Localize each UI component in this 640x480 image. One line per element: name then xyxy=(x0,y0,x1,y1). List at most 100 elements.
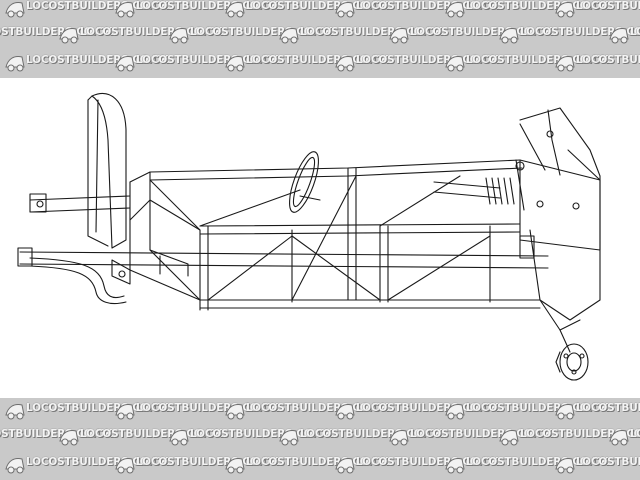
watermark-row: LOCOSTBUILDERS.CO.UKLOCOSTBUILDERS.CO.UK… xyxy=(0,424,640,450)
watermark-tile: LOCOSTBUILDERS.CO.UK xyxy=(2,398,169,424)
car-silhouette-icon xyxy=(5,458,25,474)
watermark-tile: LOCOSTBUILDERS.CO.UK xyxy=(112,50,279,76)
car-silhouette-icon xyxy=(555,404,575,420)
watermark-tile: LOCOSTBUILDERS.CO.UK xyxy=(222,50,389,76)
car-silhouette-icon xyxy=(335,2,355,18)
car-silhouette-icon xyxy=(115,458,135,474)
watermark-tile: LOCOSTBUILDERS.CO.UK xyxy=(2,452,169,478)
car-silhouette-icon xyxy=(445,2,465,18)
watermark-tile: LOCOSTBUILDERS.CO.UK xyxy=(332,398,499,424)
watermark-tile: LOCOSTBUILDERS.CO.UK xyxy=(442,452,609,478)
front-suspension xyxy=(433,107,601,353)
car-silhouette-icon xyxy=(5,2,25,18)
watermark-tile: LOCOSTBUILDERS.CO.UK xyxy=(606,424,640,450)
roll-bar xyxy=(87,93,127,249)
car-silhouette-icon xyxy=(59,28,79,44)
car-silhouette-icon xyxy=(335,458,355,474)
car-silhouette-icon xyxy=(389,28,409,44)
car-silhouette-icon xyxy=(225,56,245,72)
car-silhouette-icon xyxy=(555,2,575,18)
watermark-tile: LOCOSTBUILDERS.CO.UK xyxy=(112,398,279,424)
watermark-tile: LOCOSTBUILDERS.CO.UK xyxy=(2,50,169,76)
exhaust-tube xyxy=(29,257,127,305)
watermark-tile: LOCOSTBUILDERS.CO.UK xyxy=(552,398,640,424)
car-silhouette-icon xyxy=(225,404,245,420)
watermark-tile: LOCOSTBUILDERS.CO.UK xyxy=(56,424,223,450)
rear-bracket xyxy=(111,249,189,285)
watermark-text: LOCOSTBUILDERS.CO.UK xyxy=(520,26,640,38)
car-silhouette-icon xyxy=(499,430,519,446)
watermark-tile: LOCOSTBUILDERS.CO.UK xyxy=(386,424,553,450)
car-silhouette-icon xyxy=(225,2,245,18)
watermark-tile: LOCOSTBUILDERS.CO.UK xyxy=(276,424,443,450)
steering-wheel xyxy=(289,151,321,213)
watermark-tile: LOCOSTBUILDERS.CO.UK xyxy=(222,398,389,424)
car-silhouette-icon xyxy=(279,430,299,446)
car-silhouette-icon xyxy=(609,28,629,44)
car-silhouette-icon xyxy=(5,404,25,420)
watermark-tile: LOCOSTBUILDERS.CO.UK xyxy=(386,22,553,48)
chassis-drawing xyxy=(0,78,640,398)
car-silhouette-icon xyxy=(169,28,189,44)
watermark-text: LOCOSTBUILDERS.CO.UK xyxy=(520,428,640,440)
car-silhouette-icon xyxy=(445,458,465,474)
car-silhouette-icon xyxy=(335,404,355,420)
car-silhouette-icon xyxy=(445,404,465,420)
watermark-text: LOCOSTBUILDERS.CO.UK xyxy=(0,26,113,38)
watermark-row: LOCOSTBUILDERS.CO.UKLOCOSTBUILDERS.CO.UK… xyxy=(0,22,640,48)
watermark-tile: LOCOSTBUILDERS.CO.UK xyxy=(276,22,443,48)
watermark-tile: LOCOSTBUILDERS.CO.UK xyxy=(332,452,499,478)
watermark-tile: LOCOSTBUILDERS.CO.UK xyxy=(442,0,609,22)
diagonal-braces xyxy=(129,175,491,301)
car-silhouette-icon xyxy=(445,56,465,72)
car-silhouette-icon xyxy=(225,458,245,474)
lower-rails xyxy=(19,195,549,309)
watermark-tile: LOCOSTBUILDERS.CO.UK xyxy=(332,0,499,22)
watermark-tile: LOCOSTBUILDERS.CO.UK xyxy=(332,50,499,76)
watermark-text: LOCOSTBUILDERS.CO.UK xyxy=(576,402,640,414)
car-silhouette-icon xyxy=(609,430,629,446)
watermark-tile: LOCOSTBUILDERS.CO.UK xyxy=(496,22,640,48)
watermark-text: LOCOSTBUILDERS.CO.UK xyxy=(630,428,640,440)
watermark-tile: LOCOSTBUILDERS.CO.UK xyxy=(552,50,640,76)
watermark-tile: LOCOSTBUILDERS.CO.UK xyxy=(166,22,333,48)
car-silhouette-icon xyxy=(115,2,135,18)
watermark-tile: LOCOSTBUILDERS.CO.UK xyxy=(56,22,223,48)
watermark-text: LOCOSTBUILDERS.CO.UK xyxy=(630,26,640,38)
watermark-tile: LOCOSTBUILDERS.CO.UK xyxy=(606,22,640,48)
car-silhouette-icon xyxy=(5,56,25,72)
watermark-tile: LOCOSTBUILDERS.CO.UK xyxy=(222,0,389,22)
watermark-tile: LOCOSTBUILDERS.CO.UK xyxy=(112,452,279,478)
car-silhouette-icon xyxy=(335,56,355,72)
watermark-tile: LOCOSTBUILDERS.CO.UK xyxy=(166,424,333,450)
car-silhouette-icon xyxy=(115,56,135,72)
watermark-tile: LOCOSTBUILDERS.CO.UK xyxy=(112,0,279,22)
watermark-tile: LOCOSTBUILDERS.CO.UK xyxy=(442,50,609,76)
watermark-tile: LOCOSTBUILDERS.CO.UK xyxy=(2,0,169,22)
car-silhouette-icon xyxy=(555,458,575,474)
chassis-frame-svg xyxy=(17,93,601,381)
rail-ends xyxy=(17,193,47,267)
car-silhouette-icon xyxy=(555,56,575,72)
car-silhouette-icon xyxy=(59,430,79,446)
car-silhouette-icon xyxy=(115,404,135,420)
watermark-text: LOCOSTBUILDERS.CO.UK xyxy=(576,54,640,66)
car-silhouette-icon xyxy=(499,28,519,44)
watermark-text: LOCOSTBUILDERS.CO.UK xyxy=(0,428,113,440)
watermark-tile: LOCOSTBUILDERS.CO.UK xyxy=(442,398,609,424)
watermark-tile: LOCOSTBUILDERS.CO.UK xyxy=(552,452,640,478)
watermark-tile: LOCOSTBUILDERS.CO.UK xyxy=(0,22,113,48)
watermark-text: LOCOSTBUILDERS.CO.UK xyxy=(576,456,640,468)
watermark-tile: LOCOSTBUILDERS.CO.UK xyxy=(496,424,640,450)
front-hub xyxy=(555,343,589,381)
car-silhouette-icon xyxy=(389,430,409,446)
watermark-tile: LOCOSTBUILDERS.CO.UK xyxy=(222,452,389,478)
upper-frame xyxy=(129,159,523,311)
car-silhouette-icon xyxy=(279,28,299,44)
